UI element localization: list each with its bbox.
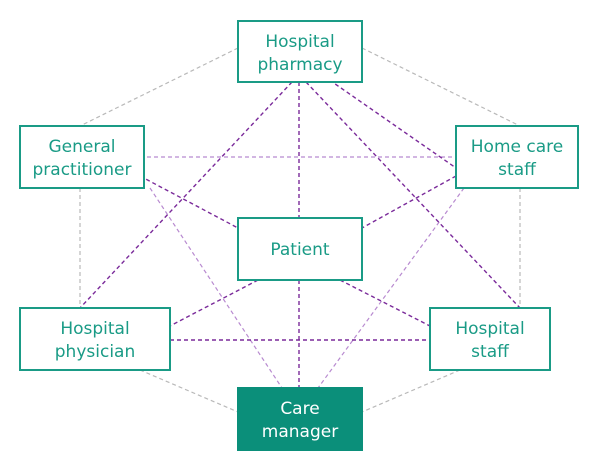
node-care-manager-line1: Care: [280, 399, 319, 419]
edge-homecare-caremgr: [317, 187, 465, 389]
node-patient: Patient: [237, 217, 363, 281]
node-hospital-pharmacy: Hospital pharmacy: [237, 20, 363, 83]
node-home-care-staff-line1: Home care: [471, 137, 563, 157]
node-general-practitioner: General practitioner: [19, 125, 145, 189]
node-patient-label: Patient: [270, 240, 330, 260]
node-hospital-physician-line2: physician: [55, 342, 135, 362]
edges: [79, 47, 521, 413]
node-hospital-pharmacy-line2: pharmacy: [257, 55, 342, 75]
node-hospital-pharmacy-line1: Hospital: [265, 32, 334, 52]
edge-homecare-patient: [361, 175, 457, 229]
edge-patient-physician: [169, 279, 259, 327]
edge-pharmacy-homecare: [361, 47, 521, 127]
node-care-manager: Care manager: [237, 387, 363, 451]
edge-gp-patient: [139, 175, 239, 229]
edge-patient-hstaff: [339, 279, 431, 327]
node-hospital-physician-line1: Hospital: [60, 319, 129, 339]
edge-pharmacy-homecare-strong: [317, 71, 457, 169]
node-care-manager-line2: manager: [262, 422, 338, 442]
edge-physician-caremgr: [139, 369, 239, 413]
node-general-practitioner-line2: practitioner: [33, 160, 132, 180]
edge-pharmacy-physician: [79, 81, 293, 309]
node-home-care-staff: Home care staff: [455, 125, 579, 189]
edge-pharmacy-hstaff: [305, 81, 521, 309]
edge-pharmacy-gp: [79, 47, 239, 127]
node-hospital-staff: Hospital staff: [429, 307, 551, 371]
node-hospital-staff-line1: Hospital: [455, 319, 524, 339]
node-home-care-staff-line2: staff: [498, 160, 537, 180]
node-hospital-physician: Hospital physician: [19, 307, 171, 371]
edge-gp-caremgr: [149, 187, 283, 389]
node-hospital-staff-line2: staff: [471, 342, 510, 362]
node-general-practitioner-line1: General: [49, 137, 116, 157]
edge-hstaff-caremgr: [361, 369, 461, 413]
